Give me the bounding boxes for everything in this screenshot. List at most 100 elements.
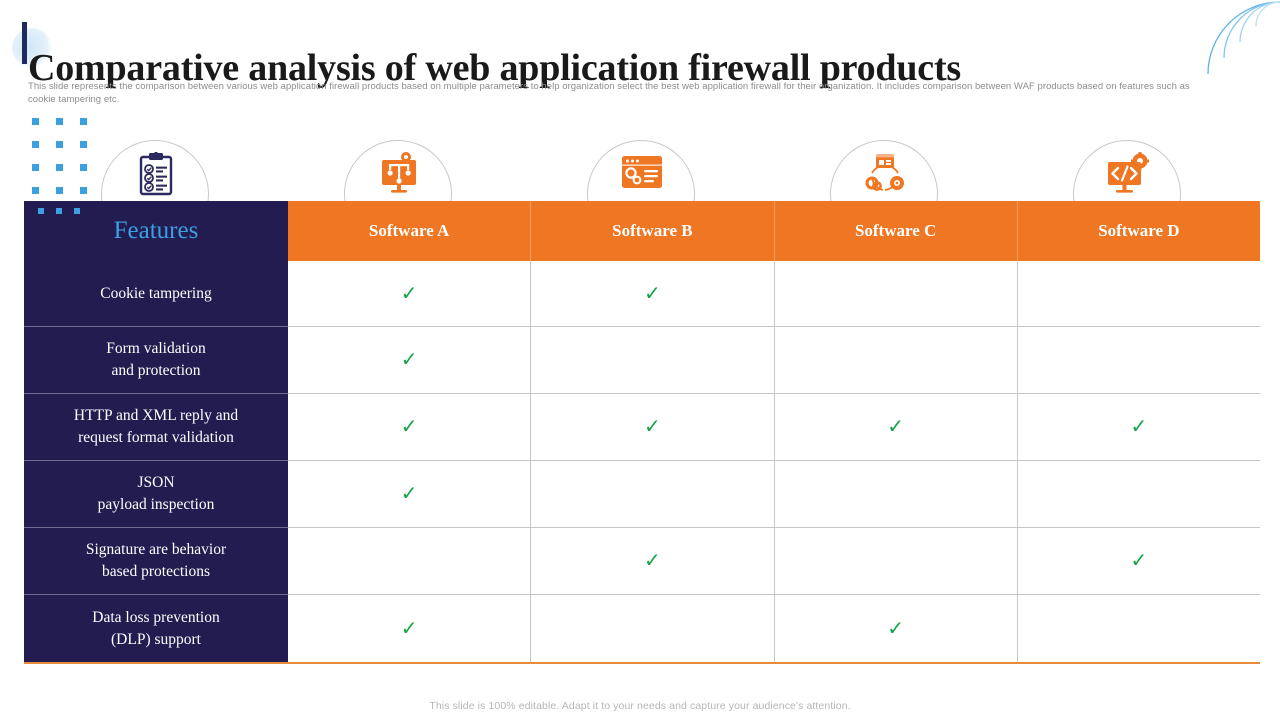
feature-label-cell: Data loss prevention (DLP) support bbox=[24, 595, 288, 662]
check-icon: ✓ bbox=[400, 349, 418, 371]
grid-dot bbox=[56, 141, 63, 148]
medallion-features bbox=[101, 140, 211, 202]
cell-software-c: ✓ bbox=[774, 394, 1018, 461]
feature-label-line1: JSON bbox=[137, 474, 175, 491]
column-header-software-d: Software D bbox=[1017, 201, 1260, 261]
grid-dot bbox=[80, 141, 87, 148]
feature-label-line2: based protections bbox=[101, 563, 211, 580]
feature-label-line1: Data loss prevention bbox=[92, 608, 220, 626]
cell-software-a bbox=[288, 528, 532, 595]
feature-label-cell: JSON payload inspection bbox=[24, 461, 288, 528]
monitor-network-icon bbox=[344, 152, 454, 196]
cell-software-b: ✓ bbox=[531, 528, 775, 595]
feature-label-line1: Signature are behavior bbox=[85, 541, 227, 558]
column-header-software-a: Software A bbox=[288, 201, 532, 261]
medallion-software-c bbox=[830, 140, 940, 202]
feature-label-line1: Cookie tampering bbox=[100, 284, 212, 302]
feature-label-cell: HTTP and XML reply and request format val… bbox=[24, 394, 288, 461]
cell-software-b bbox=[531, 327, 775, 394]
grid-dot bbox=[32, 187, 39, 194]
check-icon: ✓ bbox=[1130, 416, 1148, 438]
cell-software-b bbox=[531, 595, 775, 662]
grid-dot bbox=[80, 118, 87, 125]
comparison-table: Features Software A Software B Software … bbox=[24, 201, 1260, 664]
feature-label-line1: Form validation bbox=[106, 340, 206, 357]
check-icon: ✓ bbox=[643, 282, 661, 305]
cell-software-d bbox=[1017, 261, 1260, 327]
cell-software-a: ✓ bbox=[288, 394, 532, 461]
check-icon: ✓ bbox=[643, 550, 661, 572]
cell-software-c bbox=[774, 461, 1018, 528]
page-title: Comparative analysis of web application … bbox=[28, 47, 961, 90]
table-row: JSON payload inspection ✓ bbox=[24, 461, 1260, 528]
corner-arcs-decoration bbox=[1207, 1, 1280, 75]
check-icon: ✓ bbox=[400, 282, 418, 305]
cell-software-d bbox=[1017, 595, 1260, 662]
table-row: Form validation and protection ✓ bbox=[24, 327, 1260, 394]
medallion-software-b bbox=[587, 140, 697, 202]
check-icon: ✓ bbox=[887, 416, 904, 438]
code-monitor-gear-icon bbox=[1073, 152, 1183, 196]
grid-dot bbox=[80, 187, 87, 194]
column-header-software-b: Software B bbox=[531, 201, 775, 261]
title-accent-blob bbox=[12, 28, 52, 68]
feature-label-line2: and protection bbox=[111, 362, 201, 379]
medallion-software-d bbox=[1073, 140, 1183, 202]
browser-settings-icon bbox=[587, 152, 697, 192]
feature-label-line2: payload inspection bbox=[97, 496, 215, 513]
feature-label-line2: (DLP) support bbox=[111, 630, 201, 648]
column-icon-medallions bbox=[24, 140, 1260, 202]
cell-software-c bbox=[774, 528, 1018, 595]
page-subtitle: This slide represents the comparison bet… bbox=[28, 80, 1190, 105]
footer-note: This slide is 100% editable. Adapt it to… bbox=[429, 700, 851, 712]
header-dots-decoration bbox=[38, 208, 80, 214]
header-dot bbox=[74, 208, 80, 214]
cell-software-b: ✓ bbox=[531, 261, 775, 327]
title-accent-bar bbox=[22, 22, 27, 64]
cell-software-a: ✓ bbox=[288, 461, 532, 528]
clipboard-checklist-icon bbox=[101, 152, 211, 196]
table-row: Cookie tampering ✓ ✓ bbox=[24, 261, 1260, 327]
grid-dot bbox=[32, 118, 39, 125]
check-icon: ✓ bbox=[643, 416, 661, 438]
process-cycle-icon bbox=[830, 152, 940, 198]
cell-software-d bbox=[1017, 461, 1260, 528]
features-header-cell: Features bbox=[24, 201, 288, 261]
table-header-row: Features Software A Software B Software … bbox=[24, 201, 1260, 261]
cell-software-d bbox=[1017, 327, 1260, 394]
cell-software-d: ✓ bbox=[1017, 394, 1260, 461]
cell-software-a: ✓ bbox=[288, 595, 532, 662]
feature-label-cell: Cookie tampering bbox=[24, 261, 288, 327]
grid-dot bbox=[80, 164, 87, 171]
cell-software-d: ✓ bbox=[1017, 528, 1260, 595]
feature-label-cell: Form validation and protection bbox=[24, 327, 288, 394]
table-row: HTTP and XML reply and request format val… bbox=[24, 394, 1260, 461]
cell-software-b bbox=[531, 461, 775, 528]
grid-dot bbox=[56, 187, 63, 194]
check-icon: ✓ bbox=[887, 617, 904, 640]
feature-label-line1: HTTP and XML reply and bbox=[73, 407, 239, 424]
cell-software-c bbox=[774, 327, 1018, 394]
grid-dot bbox=[32, 141, 39, 148]
check-icon: ✓ bbox=[1130, 550, 1148, 572]
grid-dot bbox=[56, 164, 63, 171]
table-row: Data loss prevention (DLP) support ✓ ✓ bbox=[24, 595, 1260, 662]
medallion-software-a bbox=[344, 140, 454, 202]
header-dot bbox=[38, 208, 44, 214]
features-header-label: Features bbox=[113, 217, 199, 244]
feature-label-line2: request format validation bbox=[78, 429, 234, 446]
header-dot bbox=[56, 208, 62, 214]
check-icon: ✓ bbox=[400, 483, 418, 505]
grid-dot bbox=[32, 164, 39, 171]
check-icon: ✓ bbox=[400, 416, 418, 438]
feature-label-cell: Signature are behavior based protections bbox=[24, 528, 288, 595]
column-header-software-c: Software C bbox=[774, 201, 1018, 261]
check-icon: ✓ bbox=[400, 617, 418, 640]
cell-software-c bbox=[774, 261, 1018, 327]
grid-dot bbox=[56, 118, 63, 125]
cell-software-c: ✓ bbox=[774, 595, 1018, 662]
cell-software-a: ✓ bbox=[288, 327, 532, 394]
cell-software-a: ✓ bbox=[288, 261, 532, 327]
cell-software-b: ✓ bbox=[531, 394, 775, 461]
